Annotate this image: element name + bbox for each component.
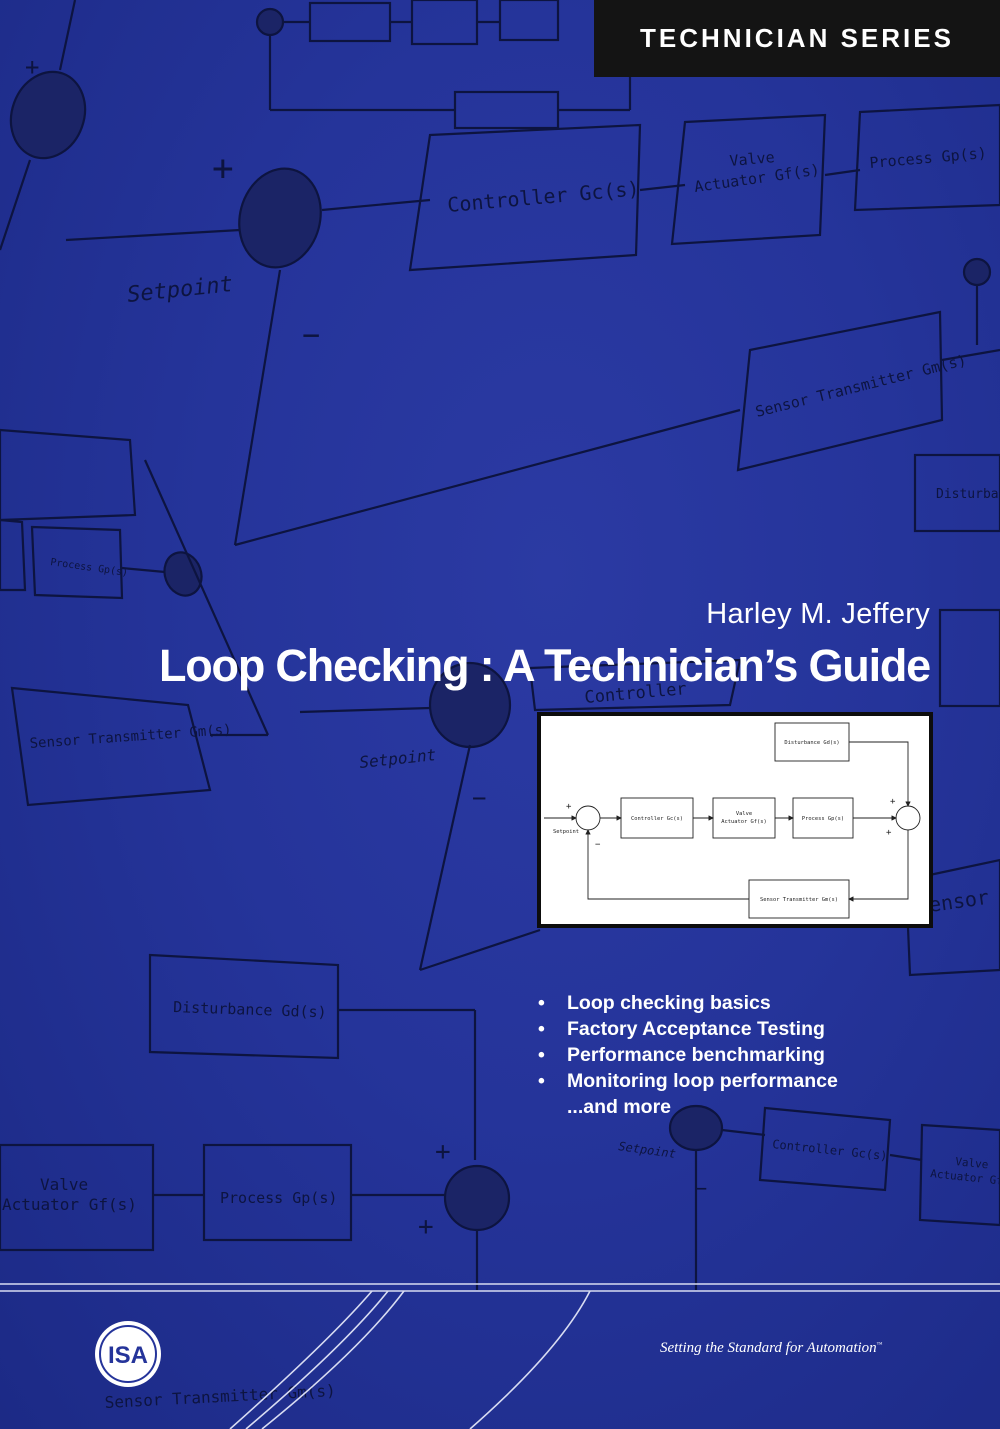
bg-label-minus-3: − — [695, 1176, 707, 1200]
feature-text: Performance benchmarking — [567, 1044, 825, 1066]
bg-label-actuator-2: Actuator Gf(s) — [2, 1195, 137, 1214]
bg-label-actuator-3: Actuator Gf(s) — [930, 1167, 1000, 1190]
bg-label-sensor-2: Sensor Transmitter Gm(s) — [29, 722, 232, 752]
inset-process-label: Process Gp(s) — [802, 816, 844, 822]
inset-plus-3: + — [886, 828, 892, 838]
series-label: TECHNICIAN SERIES — [640, 23, 954, 53]
bullet-icon: • — [538, 1044, 545, 1066]
bg-label-setpoint-2: Setpoint — [358, 745, 437, 772]
feature-item: • Performance benchmarking — [538, 1042, 838, 1068]
feature-item: • Factory Acceptance Testing — [538, 1016, 838, 1042]
bg-label-setpoint-3: Setpoint — [618, 1139, 677, 1161]
bg-label-process-2: Process Gp(s) — [50, 557, 129, 579]
inset-diagram-svg: Disturbance Gd(s) Controller Gc(s) Valve… — [544, 722, 921, 919]
bg-label-process-3: Process Gp(s) — [220, 1189, 337, 1207]
feature-list: • Loop checking basics • Factory Acceptanc… — [538, 990, 838, 1094]
inset-disturbance-label: Disturbance Gd(s) — [784, 740, 839, 746]
inset-sensor-label: Sensor Transmitter Gm(s) — [760, 897, 838, 903]
bullet-icon: • — [538, 1018, 545, 1040]
bg-label-setpoint: Setpoint — [126, 272, 234, 308]
bg-label-controller: Controller Gc(s) — [446, 176, 640, 217]
footer-decorative-lines — [0, 1283, 1000, 1429]
bg-label-plus-2: + — [435, 1137, 451, 1167]
inset-valve-box — [712, 797, 776, 839]
bg-label-disturbance-cut: Disturban — [936, 487, 1000, 502]
inset-controller-label: Controller Gc(s) — [631, 816, 683, 822]
inset-actuator-label: Actuator Gf(s) — [721, 819, 766, 825]
bullet-icon: • — [538, 992, 545, 1014]
inset-minus-1: − — [595, 840, 601, 850]
inset-plus-2: + — [890, 797, 896, 807]
series-banner: TECHNICIAN SERIES — [594, 0, 1000, 77]
bg-label-plus-4: + — [25, 53, 39, 81]
bg-label-minus-2: − — [472, 784, 486, 812]
inset-block-diagram: Disturbance Gd(s) Controller Gc(s) Valve… — [537, 712, 933, 928]
inset-summing-junction-1 — [575, 805, 601, 831]
inset-valve-label: Valve — [736, 811, 752, 817]
bg-label-plus-1: + — [212, 148, 234, 189]
bg-label-valve: Valve — [729, 148, 776, 170]
author-name: Harley M. Jeffery — [706, 598, 930, 630]
bg-label-valve-3: Valve — [955, 1155, 989, 1171]
isa-logo-text: ISA — [108, 1342, 148, 1369]
bg-label-disturbance: Disturbance Gd(s) — [173, 998, 327, 1021]
bg-label-plus-3: + — [418, 1212, 434, 1242]
isa-logo-icon: ISA — [95, 1321, 161, 1387]
feature-text: Monitoring loop performance — [567, 1070, 838, 1092]
features-more-text: ...and more — [567, 1096, 672, 1118]
feature-item: • Monitoring loop performance — [538, 1068, 838, 1094]
bg-label-controller-2: Controller Gc(s) — [772, 1137, 888, 1163]
bg-label-sensor-cut: ensor T — [927, 881, 1000, 916]
tagline-text: Setting the Standard for Automation — [660, 1340, 877, 1356]
inset-setpoint-label: Setpoint — [553, 829, 579, 835]
publisher-tagline: Setting the Standard for Automation™ — [660, 1340, 883, 1357]
inset-summing-junction-2 — [895, 805, 921, 831]
bg-label-process: Process Gp(s) — [869, 144, 988, 172]
feature-item: • Loop checking basics — [538, 990, 838, 1016]
trademark-mark: ™ — [876, 1342, 883, 1348]
bg-label-sensor-1: Sensor Transmitter Gm(s) — [754, 351, 969, 421]
bg-label-valve-2: Valve — [40, 1175, 88, 1194]
feature-text: Loop checking basics — [567, 992, 771, 1014]
feature-text: Factory Acceptance Testing — [567, 1018, 825, 1040]
bg-label-minus-1: − — [302, 318, 320, 353]
inset-plus-1: + — [566, 802, 572, 812]
book-title: Loop Checking : A Technician’s Guide — [158, 640, 931, 691]
bullet-icon: • — [538, 1070, 545, 1092]
